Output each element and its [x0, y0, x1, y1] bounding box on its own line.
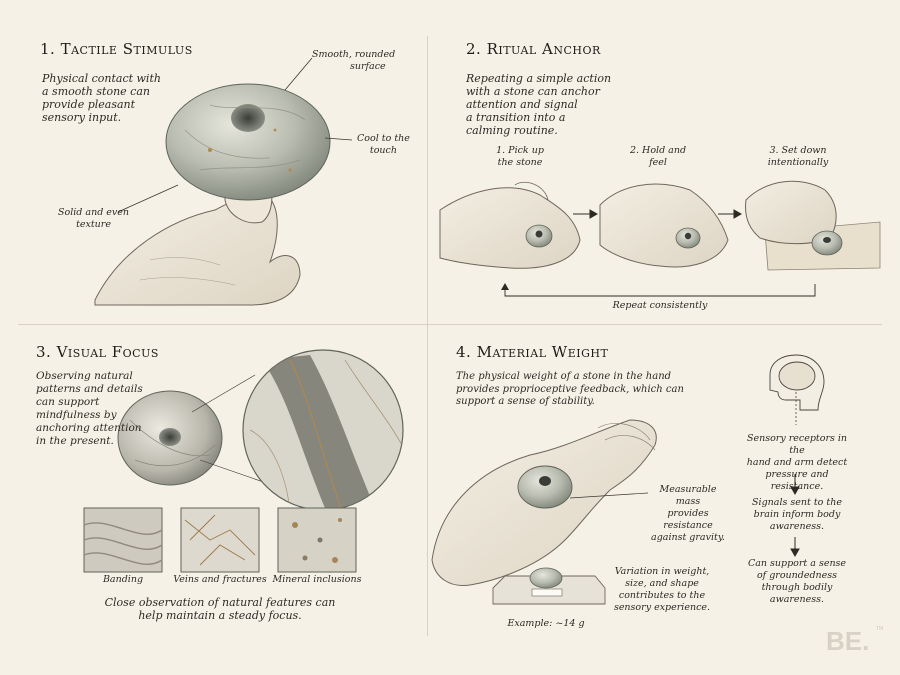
section2-step1-hand — [439, 181, 581, 269]
vertical-divider — [427, 36, 428, 636]
section1-title: 1. Tactile Stimulus — [40, 40, 193, 58]
swatch-label-veins: Veins and fractures — [173, 574, 267, 585]
section3-footer: Close observation of natural features ca… — [104, 596, 336, 622]
section4-head-icon — [769, 354, 825, 411]
section2-title: 2. Ritual Anchor — [466, 40, 601, 58]
swatch-label-inclusions: Mineral inclusions — [272, 574, 362, 585]
section3-swatch-veins — [180, 507, 260, 573]
mass-leader-line — [569, 492, 649, 499]
section4-scale — [492, 567, 606, 605]
section3-stone — [117, 390, 223, 486]
section4-body: The physical weight of a stone in the ha… — [456, 371, 684, 407]
section2-step3-stone — [811, 230, 843, 256]
section4-flow-arrows — [790, 474, 800, 558]
label-variation: Variation in weight,size, and shape cont… — [613, 566, 711, 613]
section2-arrows — [573, 209, 743, 219]
section2-step2-stone — [675, 227, 701, 249]
repeat-loop-line — [504, 284, 816, 297]
section4-title: 4. Material Weight — [456, 343, 609, 361]
section2-step2-hand — [599, 183, 729, 268]
horizontal-divider — [18, 324, 882, 325]
section3-swatch-banding — [83, 507, 163, 573]
section3-zoom-circle — [242, 349, 404, 511]
repeat-label: Repeat consistently — [612, 300, 708, 311]
section3-title: 3. Visual Focus — [36, 343, 159, 361]
section2-step1-stone — [525, 224, 553, 248]
scale-example-label: Example: ~14 g — [507, 618, 585, 629]
brand-logo: BE. — [826, 626, 869, 656]
section1-leader-lines — [117, 57, 353, 213]
section4-stone — [517, 465, 573, 509]
brand-logo-tm: TM — [876, 626, 883, 632]
repeat-loop-arrowhead — [501, 283, 509, 290]
section3-zoom-lines — [191, 374, 273, 486]
section1-stone — [165, 83, 331, 201]
swatch-label-banding: Banding — [102, 574, 144, 585]
section3-swatch-inclusions — [277, 507, 357, 573]
